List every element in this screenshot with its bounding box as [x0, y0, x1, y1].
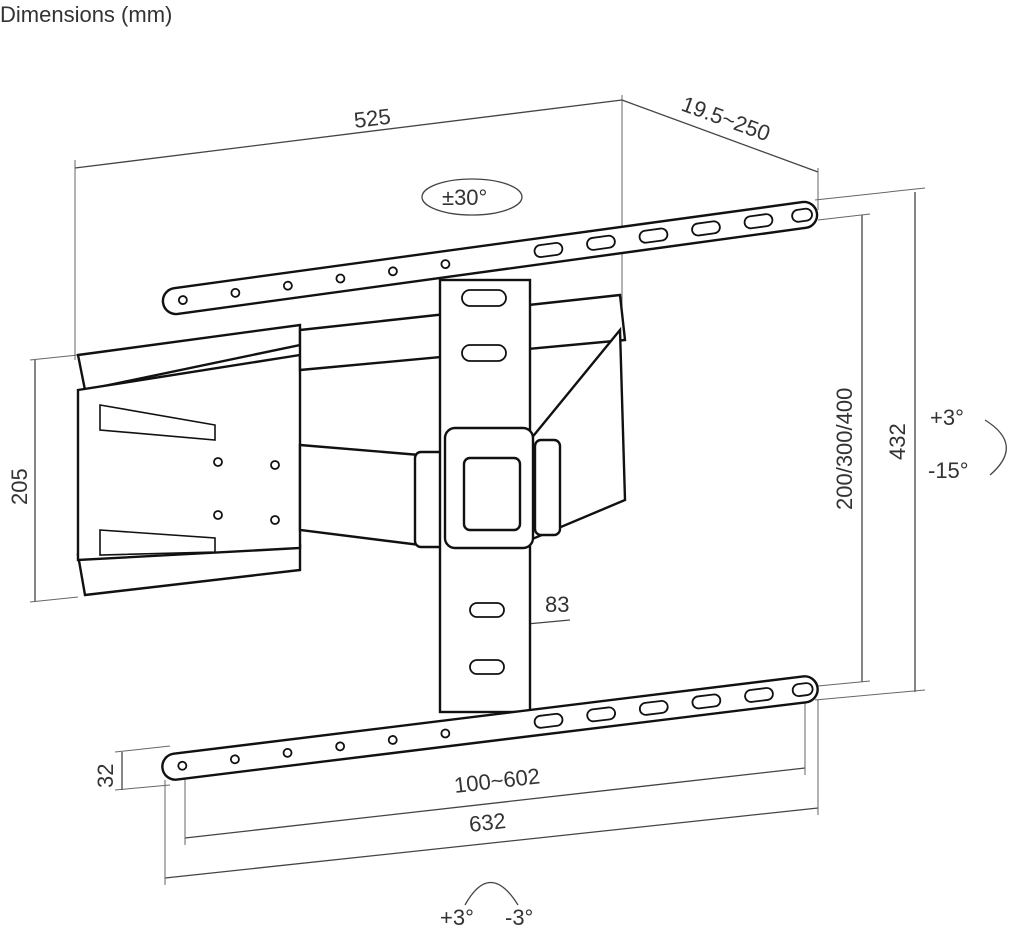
label-tilt-up: +3°	[930, 405, 964, 430]
label-rail-height: 32	[93, 764, 118, 788]
tilt-arrow-icon	[984, 419, 1007, 476]
label-vesa-horizontal: 100~602	[453, 763, 542, 798]
wall-plate	[438, 278, 535, 714]
label-level-minus: -3°	[505, 905, 533, 930]
top-rail	[161, 200, 819, 316]
label-plate-width: 83	[545, 592, 569, 617]
label-overall-height: 432	[885, 423, 910, 460]
label-overall-width: 525	[353, 104, 392, 133]
label-tilt-down: -15°	[928, 458, 969, 483]
label-arm-height: 205	[7, 468, 32, 505]
arm-assembly	[76, 293, 627, 597]
diagram-title: Dimensions (mm)	[0, 2, 173, 27]
swivel-arrow-icon	[421, 178, 523, 216]
level-arrow-icon	[464, 881, 519, 906]
label-swivel: ±30°	[442, 185, 487, 210]
label-rail-length: 632	[468, 808, 507, 837]
label-vesa-vertical: 200/300/400	[832, 388, 857, 510]
bottom-rail	[161, 675, 819, 781]
label-level-plus: +3°	[440, 905, 474, 930]
